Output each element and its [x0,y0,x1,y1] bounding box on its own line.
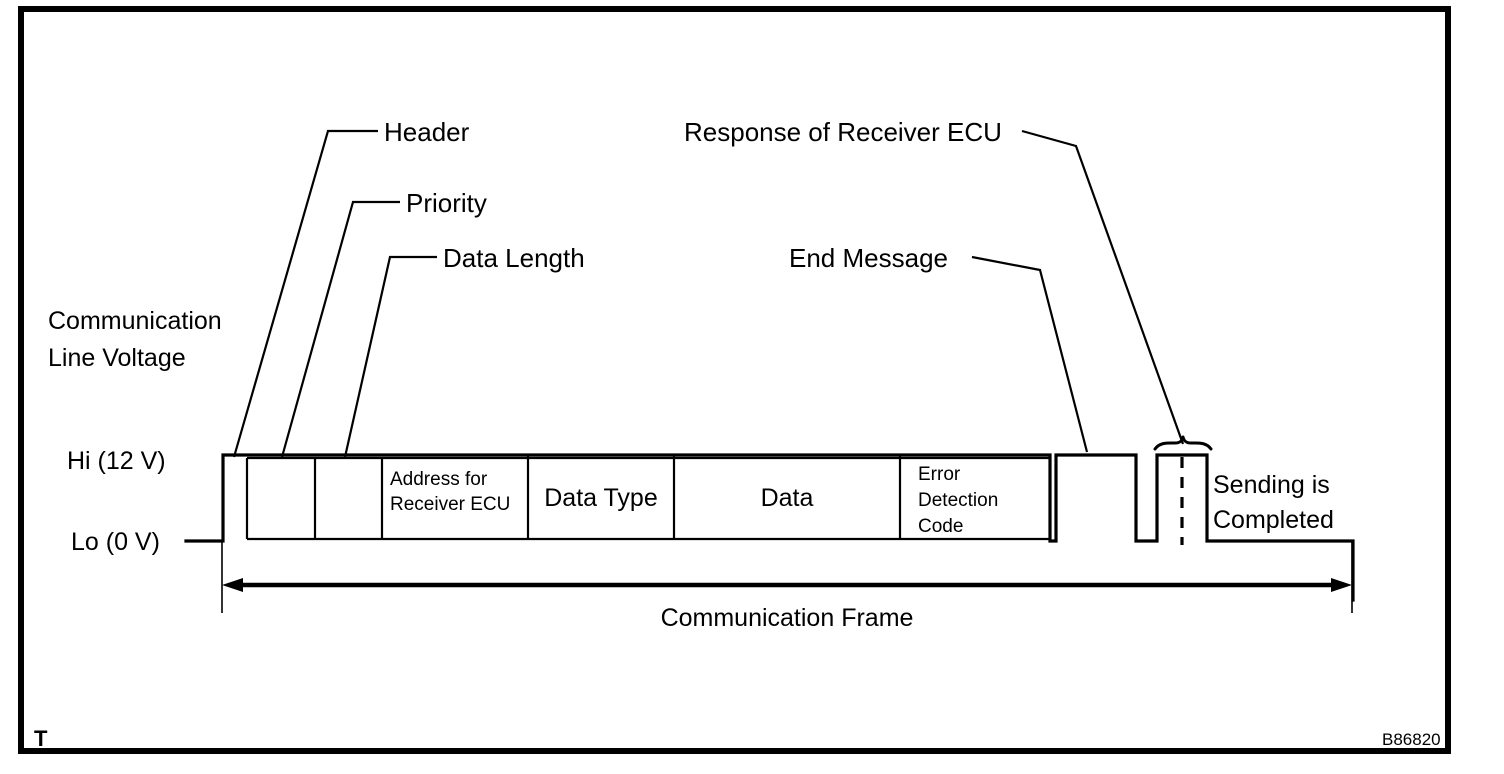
cell-label-data-type: Data Type [544,484,658,512]
cell-label-address-line2: Receiver ECU [390,494,511,515]
cell-label-error-line1: Error [918,464,961,485]
figure-code: B86820 [1382,730,1441,749]
callout-label-response-of-receiver-ecu: Response of Receiver ECU [684,117,1002,147]
dimension-arrowhead-right [1331,578,1352,592]
callout-label-header: Header [384,117,470,147]
axis-tick-label-hi: Hi (12 V) [67,447,166,475]
leader-data-length [343,255,437,458]
dimension-label-communication-frame: Communication Frame [660,604,914,632]
annotation-sending-completed-line2: Completed [1213,506,1334,534]
annotation-sending-completed-line1: Sending is [1213,471,1330,499]
page-border [18,6,1451,754]
axis-tick-label-lo: Lo (0 V) [71,528,160,556]
leader-response [1021,129,1185,445]
cell-label-data: Data [760,484,814,512]
axis-label-line2: Line Voltage [48,344,186,372]
callout-label-data-length: Data Length [443,243,585,273]
corner-mark-t: T [34,726,48,751]
callout-label-priority: Priority [406,188,487,218]
axis-label-line1: Communication [48,307,222,335]
cell-label-error-line3: Code [918,516,964,537]
callout-label-end-message: End Message [789,243,948,273]
response-brace [1153,435,1213,451]
cell-label-error-line2: Detection [918,490,999,511]
leader-header [232,129,378,458]
leader-priority [280,200,400,458]
leader-end-message [971,255,1089,453]
dimension-arrowhead-left [222,578,243,592]
signal-waveform [184,453,1355,602]
cell-label-address-line1: Address for [390,469,488,490]
